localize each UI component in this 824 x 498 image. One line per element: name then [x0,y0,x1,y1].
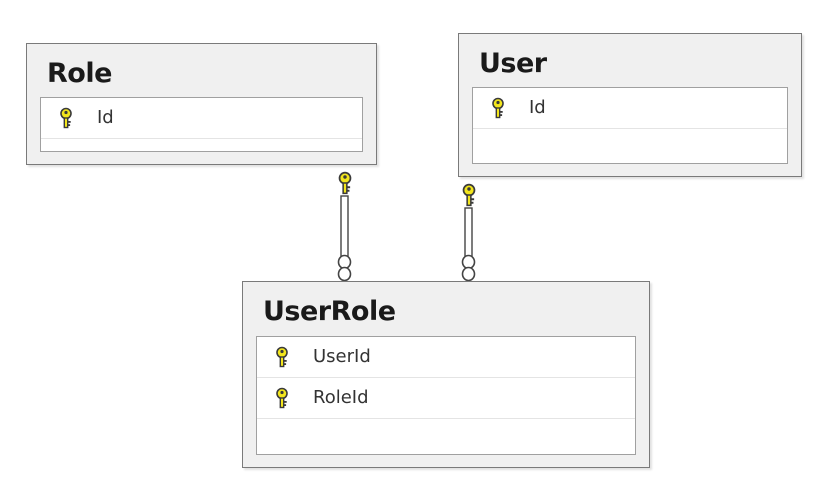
column-row-userid[interactable]: UserId [257,337,635,378]
table-title: Role [47,58,112,89]
column-row-roleid[interactable]: RoleId [257,378,635,419]
table-title: UserRole [263,296,396,327]
column-name: Id [529,97,546,118]
table-user[interactable]: User Id [458,33,802,177]
column-name: UserId [313,346,371,367]
one-end-key-icon [462,183,476,207]
relationship-role-userrole[interactable] [337,171,352,282]
table-title: User [479,48,547,79]
column-name: Id [97,107,114,128]
column-grid: Id [472,87,788,164]
many-end-infinity-icon [461,254,476,282]
key-icon [487,97,509,119]
key-icon [55,107,77,129]
table-userrole[interactable]: UserRole UserId RoleId [242,281,650,468]
table-role[interactable]: Role Id [26,43,377,165]
one-end-key-icon [338,171,352,195]
column-row-id[interactable]: Id [473,88,787,129]
column-grid: Id [40,97,363,152]
empty-row [473,129,787,162]
key-icon [271,346,293,368]
empty-row [257,419,635,455]
many-end-infinity-icon [337,254,352,282]
column-row-id[interactable]: Id [41,98,362,139]
column-name: RoleId [313,387,369,408]
key-icon [271,387,293,409]
empty-row [41,139,362,152]
relationship-user-userrole[interactable] [461,183,476,282]
column-grid: UserId RoleId [256,336,636,455]
